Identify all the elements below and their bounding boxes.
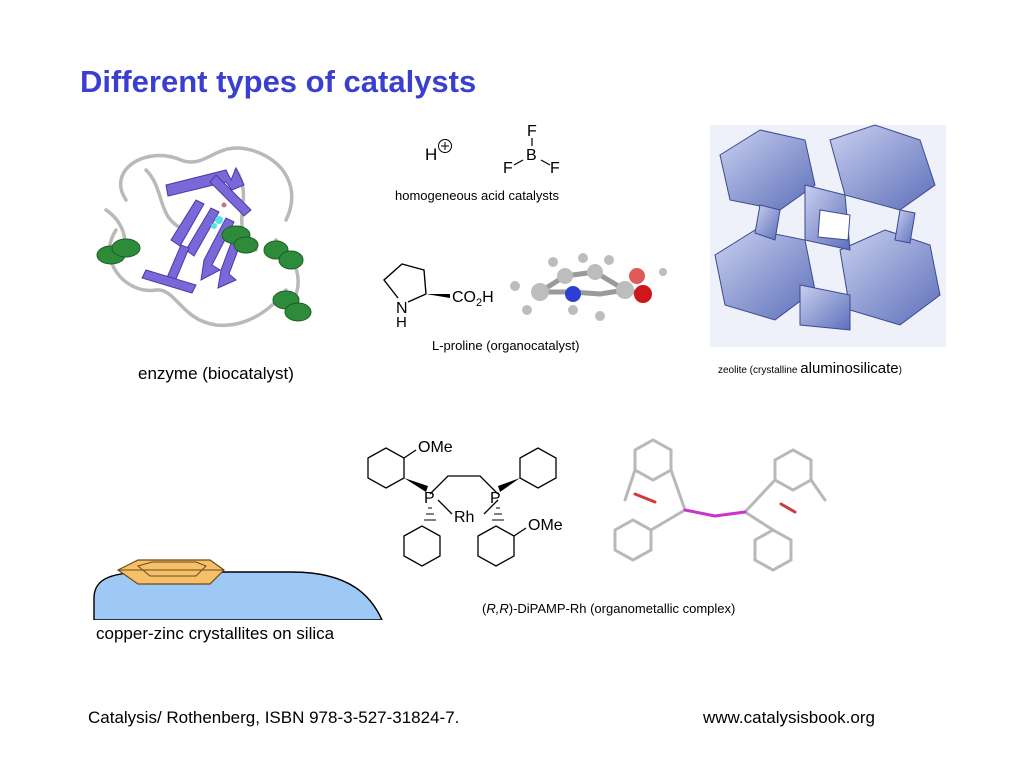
acid-structures: H F B F F xyxy=(425,123,560,177)
dipamp-caption-rest: )-DiPAMP-Rh (organometallic complex) xyxy=(508,601,736,616)
dipamp-caption-italic: R,R xyxy=(486,601,509,616)
dipamp-3d-image xyxy=(613,438,827,572)
acid-caption: homogeneous acid catalysts xyxy=(395,188,560,203)
footer-citation: Catalysis/ Rothenberg, ISBN 978-3-527-31… xyxy=(88,708,460,727)
zeolite-caption-suffix: ) xyxy=(898,365,902,376)
bf3-right-fluorine: F xyxy=(550,160,560,177)
proline-n-label: N xyxy=(396,300,408,317)
zeolite-framework-image xyxy=(710,124,946,347)
dipamp-caption: (R,R)-DiPAMP-Rh (organometallic complex) xyxy=(482,601,735,616)
zeolite-caption-main: aluminosilicate xyxy=(800,360,899,377)
dipamp-ome-top: OMe xyxy=(418,439,453,456)
dipamp-p-right: P xyxy=(490,490,501,507)
proton-label: H xyxy=(425,145,437,164)
proline-caption: L-proline (organocatalyst) xyxy=(432,338,580,353)
bf3-top-fluorine: F xyxy=(527,123,537,140)
bf3-left-fluorine: F xyxy=(503,160,513,177)
proline-ball-stick xyxy=(510,253,667,321)
dipamp-p-left: P xyxy=(424,490,435,507)
zeolite-caption: zeolite (crystalline aluminosilicate) xyxy=(718,360,902,378)
enzyme-caption: enzyme (biocatalyst) xyxy=(138,364,294,383)
cuzn-caption: copper-zinc crystallites on silica xyxy=(96,624,335,643)
dipamp-ome-bottom: OMe xyxy=(528,517,563,534)
dipamp-skeletal: OMe P P Rh OMe xyxy=(367,439,563,567)
cuzn-silica-image xyxy=(93,559,383,620)
proline-nh-label: H xyxy=(396,314,407,330)
bf3-boron: B xyxy=(526,147,537,164)
dipamp-rh: Rh xyxy=(454,509,474,526)
zeolite-caption-prefix: zeolite (crystalline xyxy=(718,365,801,376)
footer-website-link[interactable]: www.catalysisbook.org xyxy=(703,708,875,727)
slide-title: Different types of catalysts xyxy=(80,64,477,99)
proline-co2h-label: CO2H xyxy=(452,289,494,309)
dipamp-caption-open: ( xyxy=(482,601,487,616)
enzyme-ribbon-image xyxy=(96,146,312,328)
proline-skeletal: N H CO2H xyxy=(383,263,494,330)
